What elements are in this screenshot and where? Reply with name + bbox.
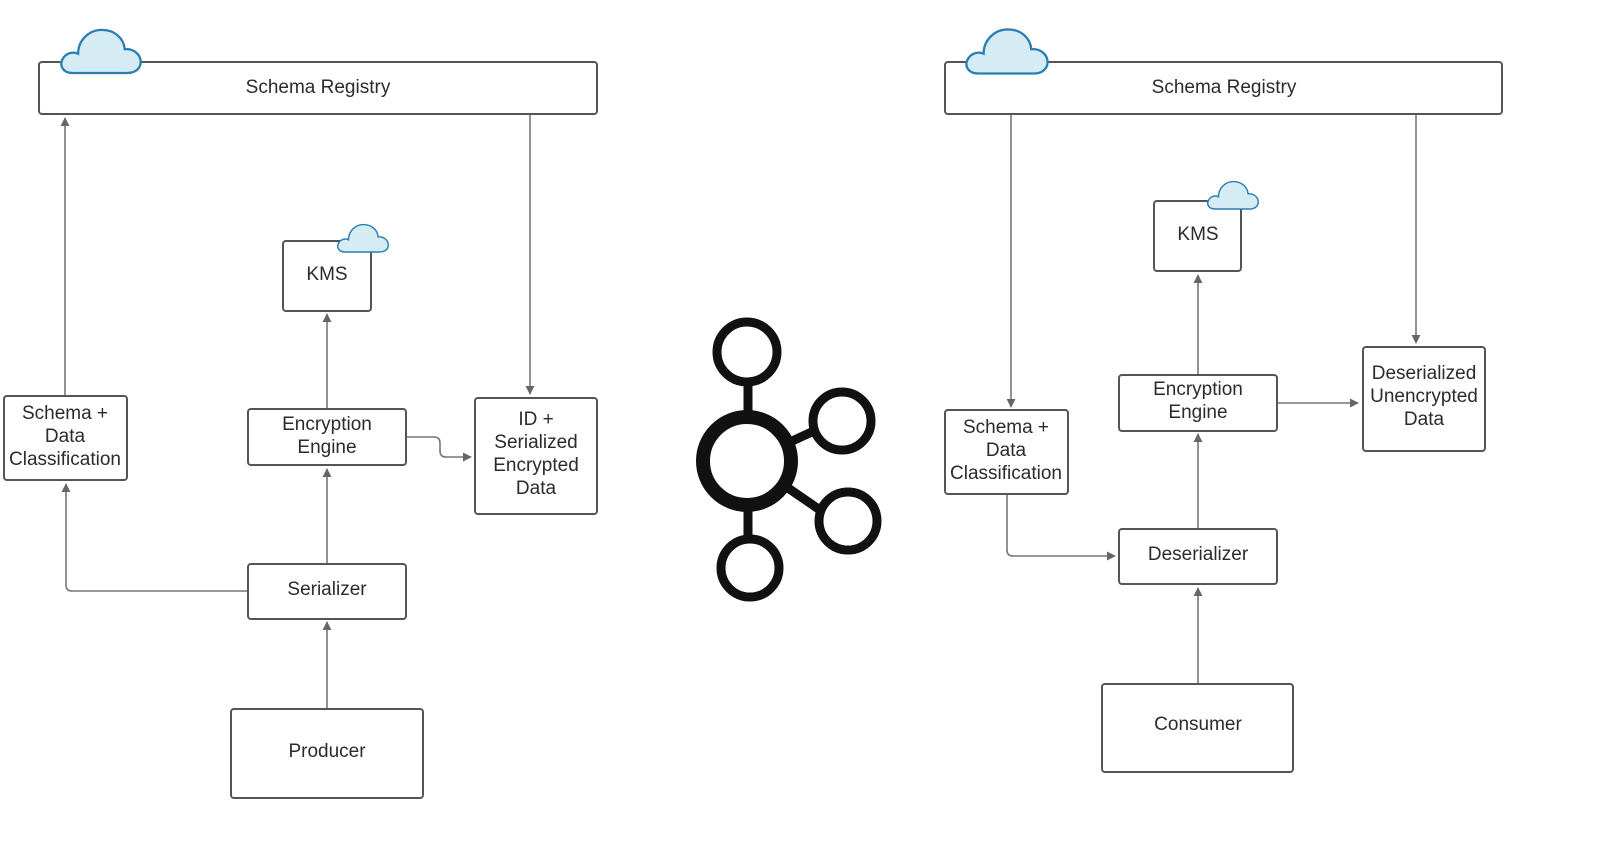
left-producer-flow: Schema Registry Schema + Data Classifica… [3, 28, 598, 799]
right-schema-classification: Schema + Data Classification [944, 409, 1069, 495]
left-serialized-encrypted-data: ID + Serialized Encrypted Data [474, 397, 598, 515]
right-deserializer: Deserializer [1118, 528, 1278, 585]
right-kms-label: KMS [1177, 224, 1218, 245]
edge-encryption-to-serialized-data [406, 436, 472, 462]
left-schema-registry-label: Schema Registry [246, 77, 391, 98]
producer-label: Producer [288, 741, 366, 762]
right-classification-line-3: Classification [950, 463, 1062, 484]
deserialized-data-line-3: Data [1404, 409, 1445, 430]
right-consumer-flow: Schema Registry KMS Encryption Engine De… [944, 28, 1503, 773]
right-consumer: Consumer [1101, 683, 1294, 773]
left-kms-label: KMS [306, 264, 347, 285]
right-deserialized-unencrypted-data: Deserialized Unencrypted Data [1362, 346, 1486, 452]
cloud-icon [60, 28, 142, 75]
kafka-logo-icon [696, 317, 882, 602]
edge-classification-to-deserializer [1006, 495, 1116, 561]
left-encryption-line-2: Engine [297, 437, 356, 458]
left-producer: Producer [230, 708, 424, 799]
left-encryption-line-1: Encryption [282, 414, 372, 435]
cloud-icon [1206, 180, 1260, 210]
left-serializer: Serializer [247, 563, 407, 620]
serialized-data-line-2: Serialized [494, 432, 577, 453]
cloud-icon [336, 223, 390, 253]
left-classification-line-1: Schema + [22, 403, 108, 424]
left-classification-line-3: Classification [9, 449, 121, 470]
serialized-data-line-3: Encrypted [493, 455, 579, 476]
right-schema-registry: Schema Registry [944, 61, 1503, 115]
left-kms: KMS [282, 240, 372, 312]
right-classification-line-1: Schema + [963, 417, 1049, 438]
left-classification-line-2: Data [45, 426, 86, 447]
left-schema-classification: Schema + Data Classification [3, 395, 128, 481]
deserialized-data-line-2: Unencrypted [1370, 386, 1478, 407]
deserialized-data-line-1: Deserialized [1372, 363, 1477, 384]
consumer-label: Consumer [1154, 714, 1242, 735]
cloud-icon [965, 28, 1049, 75]
left-schema-registry: Schema Registry [38, 61, 598, 115]
right-encryption-line-2: Engine [1168, 402, 1227, 423]
right-schema-registry-label: Schema Registry [1152, 77, 1297, 98]
serializer-label: Serializer [287, 579, 367, 600]
deserializer-label: Deserializer [1148, 544, 1249, 565]
right-kms: KMS [1153, 200, 1242, 272]
right-encryption-line-1: Encryption [1153, 379, 1243, 400]
serialized-data-line-4: Data [516, 478, 557, 499]
right-encryption-engine: Encryption Engine [1118, 374, 1278, 432]
right-classification-line-2: Data [986, 440, 1027, 461]
serialized-data-line-1: ID + [518, 409, 553, 430]
edge-serializer-to-classification [61, 483, 248, 592]
left-encryption-engine: Encryption Engine [247, 408, 407, 466]
